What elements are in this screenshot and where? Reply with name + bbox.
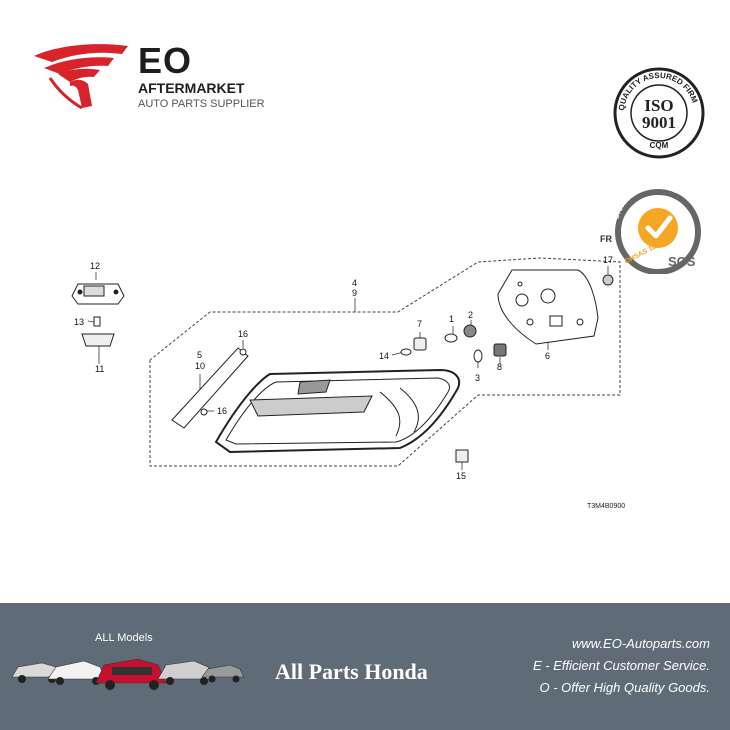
backing-plate-icon — [497, 269, 599, 345]
callout-8: 8 — [497, 362, 502, 372]
brand-block[interactable]: EO AFTERMARKET AUTO PARTS SUPPLIER — [30, 38, 280, 113]
content-area: EO AFTERMARKET AUTO PARTS SUPPLIER QUALI… — [30, 38, 705, 510]
garnish-strip-icon — [171, 347, 249, 429]
socket-2-icon — [463, 324, 477, 338]
website-link[interactable]: www.EO-Autoparts.com — [572, 636, 710, 651]
callout-15: 15 — [456, 471, 466, 481]
license-light-bracket-icon — [71, 283, 125, 305]
iso-number: 9001 — [642, 113, 676, 132]
callout-13: 13 — [74, 317, 84, 327]
callout-14: 14 — [379, 351, 389, 361]
sgs-ohsas-badge-icon: SYSTEM CERTIFICATION FR OHSAS 18001 SGS — [600, 184, 701, 274]
iso-9001-badge-icon: QUALITY ASSURED FIRM ISO 9001 CQM — [613, 67, 705, 159]
callout-17: 17 — [603, 255, 613, 265]
callout-16a: 16 — [238, 329, 248, 339]
socket-8-icon — [493, 343, 507, 357]
callout-7: 7 — [417, 319, 422, 329]
footer-banner: ALL Models All Parts Honda www.EO-Autopa… — [0, 603, 730, 730]
models-label: ALL Models — [95, 632, 153, 644]
callout-9: 9 — [352, 288, 357, 298]
brand-tagline: AFTERMARKET — [138, 80, 245, 96]
headline: All Parts Honda — [275, 659, 428, 684]
callout-3: 3 — [475, 373, 480, 383]
taillight-assembly-icon — [214, 368, 460, 454]
bulb-1-icon — [444, 333, 458, 343]
iso-big: ISO — [644, 96, 673, 115]
bulb-3-icon — [473, 349, 483, 363]
socket-13-icon — [93, 316, 101, 327]
sgs-side: FR — [600, 234, 612, 244]
line-e: E - Efficient Customer Service. — [533, 658, 710, 673]
socket-7-icon — [413, 337, 427, 351]
eo-wing-logo-icon — [34, 44, 128, 110]
brand-subtitle: AUTO PARTS SUPPLIER — [138, 98, 265, 110]
callout-12: 12 — [90, 261, 100, 271]
callout-5: 5 — [197, 350, 202, 360]
callout-1: 1 — [449, 314, 454, 324]
diagram-code: T3M4B0900 — [587, 503, 625, 510]
honda-models-cars-icon[interactable] — [8, 645, 248, 695]
callout-16b: 16 — [217, 406, 227, 416]
callout-11: 11 — [95, 364, 104, 374]
callout-10: 10 — [195, 361, 205, 371]
callout-2: 2 — [468, 310, 473, 320]
line-o: O - Offer High Quality Goods. — [539, 680, 710, 695]
callout-6: 6 — [545, 351, 550, 361]
tail-light-parts-diagram: 12 13 11 16 5 10 16 4 9 7 14 1 2 3 8 6 1… — [71, 255, 625, 510]
bulb-14-icon — [400, 348, 412, 356]
iso-sub: CQM — [650, 141, 669, 150]
clip-15-icon — [455, 449, 469, 463]
sgs-logo: SGS — [668, 254, 696, 269]
contact-info: www.EO-Autoparts.com E - Efficient Custo… — [533, 633, 710, 699]
nut-17-icon — [602, 274, 614, 286]
brand-name: EO — [138, 40, 193, 81]
license-lens-icon — [81, 333, 115, 347]
callout-4: 4 — [352, 278, 357, 288]
